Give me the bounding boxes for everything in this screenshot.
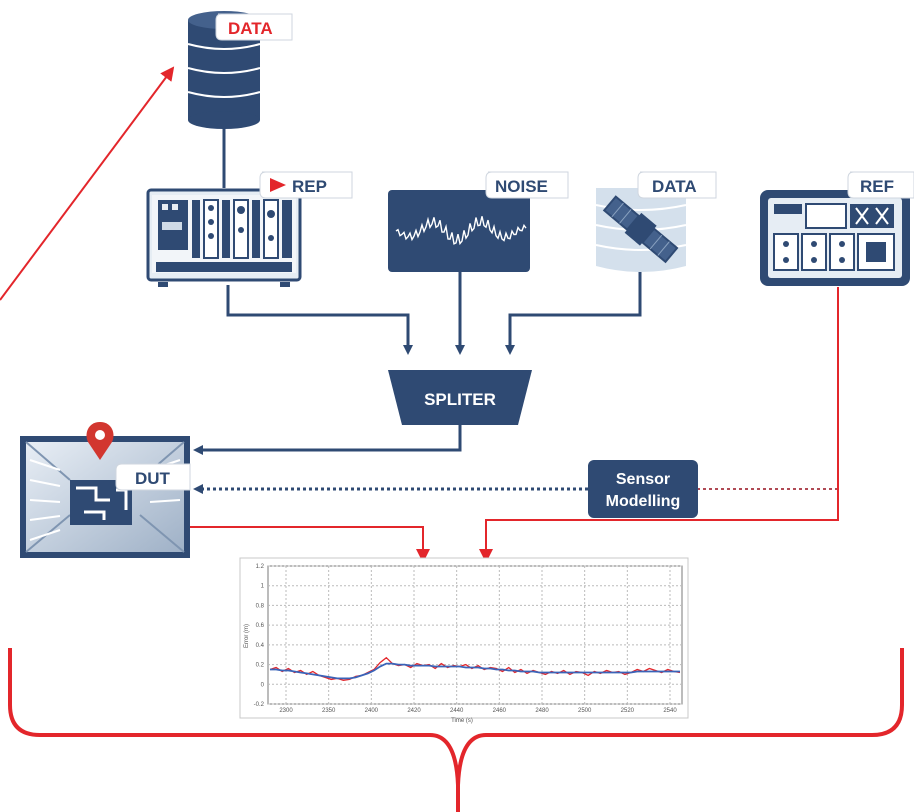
ref-to-chart-arrow [479,287,839,563]
data-right-label: DATA [652,177,697,196]
error-chart: 1.2 1 0.8 0.6 0.4 0.2 0 -0.2 2300 2350 2400 2420 24… [239,557,689,724]
chart-ytick-label: 0.6 [256,623,265,629]
rep-label: REP [292,177,327,196]
chart-ytick-label: 1 [261,584,265,590]
dut-label: DUT [135,469,171,488]
sensor-modelling-box: Sensor Modelling [588,460,698,518]
chart-plot-area [267,565,683,705]
chart-xtick-label: 2500 [578,708,592,714]
data-top-label: DATA [228,19,273,38]
chart-xtick-label: 2300 [279,708,293,714]
play-triangle-icon [270,178,286,192]
chart-ytick-label: 0.2 [256,663,265,669]
instrument-rack-icon [146,188,302,287]
anechoic-chamber-icon [20,436,190,558]
splitter-block: SPLITER [388,370,532,425]
chart-ytick-label: 0.4 [256,643,265,649]
chart-xtick-label: 2440 [450,708,464,714]
data-top-tag: DATA [215,13,293,41]
chart-xtick-label: 2420 [407,708,421,714]
chart-ytick-label: 0.8 [256,603,265,609]
rep-to-splitter-arrow [226,285,413,355]
chart-xtick-label: 2480 [535,708,549,714]
data-to-splitter-arrow [505,270,642,355]
rep-tag: REP [259,171,353,199]
chart-ylabel: Error (m) [244,624,250,648]
spliter-label: SPLITER [424,390,496,409]
chart-ytick-label: -0.2 [254,702,265,708]
ref-tag: REF [847,171,914,199]
chart-xtick-label: 2350 [322,708,336,714]
dut-tag: DUT [115,463,191,491]
chart-xlabel: Time (s) [451,718,473,724]
reference-receiver-icon [760,190,910,286]
feedback-to-data-arrow [0,66,175,301]
chart-ytick-label: 0 [261,682,265,688]
chart-xtick-label: 2400 [365,708,379,714]
map-pin-icon [86,422,114,460]
satellite-icon [595,188,687,272]
sensor-label-line2: Modelling [606,493,681,510]
bracket-brace [8,648,904,812]
noise-label: NOISE [495,177,548,196]
dut-to-chart-arrow [190,526,430,563]
data-right-tag: DATA [637,171,717,199]
database-icon [187,11,261,129]
noise-tag: NOISE [485,171,569,199]
waveform-icon [388,190,530,272]
chart-series-line-2 [270,662,680,680]
sensor-label-line1: Sensor [616,471,670,488]
ref-label: REF [860,177,894,196]
splitter-to-dut-arrow [193,425,462,455]
chart-ytick-label: 1.2 [256,564,265,570]
chart-xtick-label: 2540 [663,708,677,714]
chart-xtick-label: 2460 [493,708,507,714]
chart-xtick-label: 2520 [621,708,635,714]
